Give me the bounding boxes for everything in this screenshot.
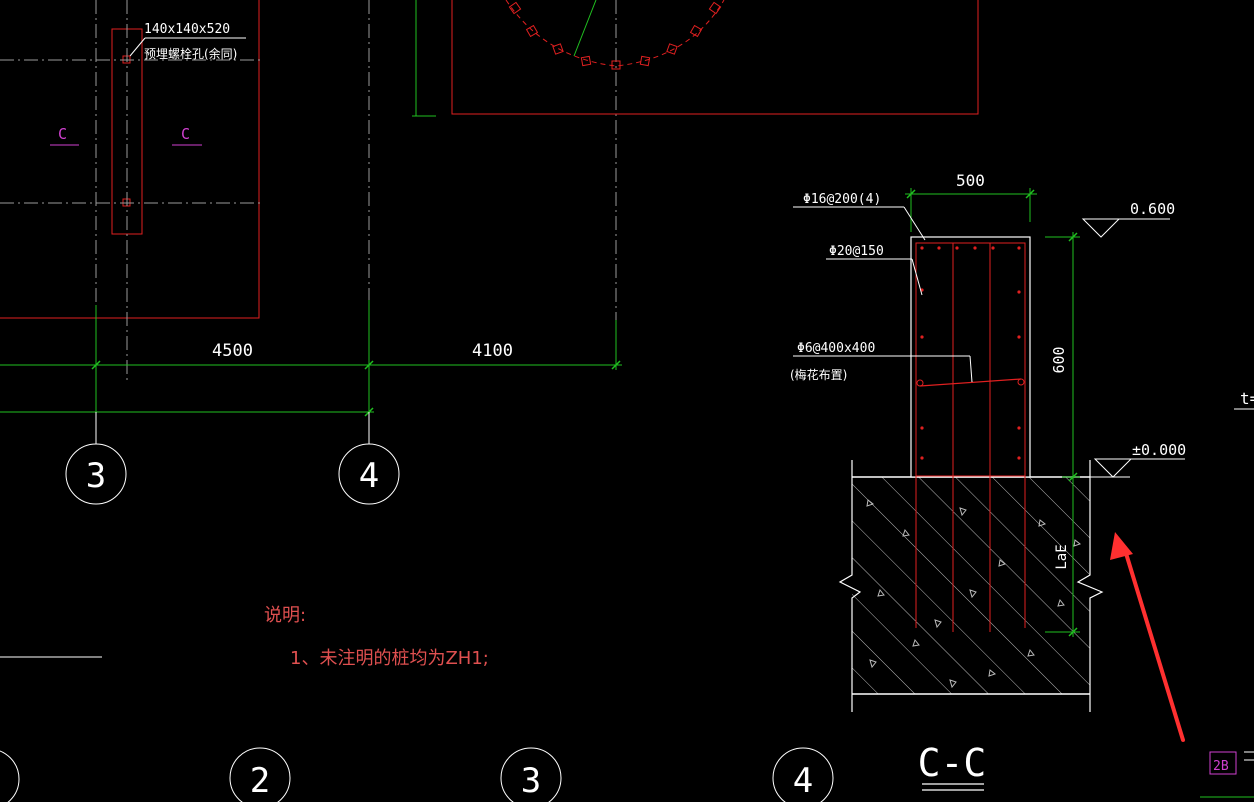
bolt-hole-note: 预埋螺栓孔(余同) [144, 46, 237, 61]
section-mark-left: C [58, 125, 67, 143]
width-dim-ticks [906, 189, 1035, 199]
annotation-arrow-shaft [1123, 548, 1185, 742]
vertical-rebars [915, 243, 1026, 632]
tie-note: (梅花布置) [790, 367, 847, 382]
height-dim: 600 [1050, 346, 1068, 373]
stirrup-label: Φ16@200(4) [803, 192, 881, 207]
anchor-length-label: LaE [1054, 544, 1070, 569]
axis-bubble-4 [338, 443, 400, 505]
bottom-axis-label-2: 2 [250, 761, 270, 801]
foundation-left-break [838, 460, 862, 712]
upper-foundation-outline [451, 0, 979, 115]
plan-view: 140x140x520 预埋螺栓孔(余同) C C [0, 0, 979, 505]
dim-ticks [91, 360, 621, 417]
tie-leader [969, 355, 973, 383]
anchor-bolt-squares [508, 1, 722, 70]
corner-tag-box [1209, 751, 1237, 775]
width-dim: 500 [956, 171, 985, 190]
bottom-axes: 2 3 4 [0, 747, 834, 802]
span-3-4: 4500 [212, 341, 253, 361]
anchor-bolt-arc [505, 0, 725, 67]
bolt-leader-line [129, 37, 146, 57]
concrete-speckles [866, 499, 1082, 689]
ground-elevation-symbol [1093, 458, 1133, 478]
foundation-hatch [852, 477, 1090, 694]
top-elevation-symbol [1081, 218, 1121, 238]
corner-tag: 2B [1213, 759, 1229, 774]
height-dim-ticks [1068, 232, 1078, 637]
tie-label: Φ6@400x400 [797, 341, 875, 356]
vbar-leader [911, 258, 923, 296]
section-mark-right: C [181, 125, 190, 143]
annotation-arrow-head [1110, 532, 1133, 560]
green-leader [573, 0, 597, 57]
axis-label-4: 4 [359, 456, 379, 496]
notes-item-1: 1、未注明的桩均为ZH1; [290, 648, 489, 669]
bottom-axis-label-3: 3 [521, 761, 541, 801]
bolt-hole-dim: 140x140x520 [144, 22, 230, 37]
vertical-bar-label: Φ20@150 [829, 244, 884, 259]
bottom-axis-bubble-partial [0, 750, 20, 802]
right-edge: t= 2B [1200, 389, 1254, 798]
ground-elevation: ±0.000 [1132, 441, 1186, 459]
section-cc: 500 600 LaE 0.600 ±0.000 Φ16@200(4) Φ20@… [790, 171, 1186, 791]
axis-bubble-3 [65, 443, 127, 505]
bottom-axis-bubble-3 [500, 747, 562, 802]
top-elevation: 0.600 [1130, 200, 1175, 218]
axis-label-3: 3 [86, 456, 106, 496]
right-partial-label: t= [1240, 389, 1254, 408]
pedestal-outline [0, 0, 260, 319]
span-4-next: 4100 [472, 341, 513, 361]
notes-block: 说明: 1、未注明的桩均为ZH1; [0, 605, 489, 669]
rebar-dots [920, 246, 1021, 460]
tie-bar [919, 378, 1022, 387]
tie-hook-right [1017, 378, 1025, 386]
foundation-right-break [1076, 460, 1104, 712]
bottom-axis-bubble-4 [772, 747, 834, 802]
bottom-axis-label-4: 4 [793, 761, 813, 801]
annotation-arrow [1110, 532, 1185, 742]
stirrup-leader [903, 206, 926, 241]
notes-heading: 说明: [264, 605, 306, 626]
bottom-axis-bubble-2 [229, 747, 291, 802]
section-title: C-C [918, 741, 987, 785]
tie-hook-left [916, 379, 924, 387]
